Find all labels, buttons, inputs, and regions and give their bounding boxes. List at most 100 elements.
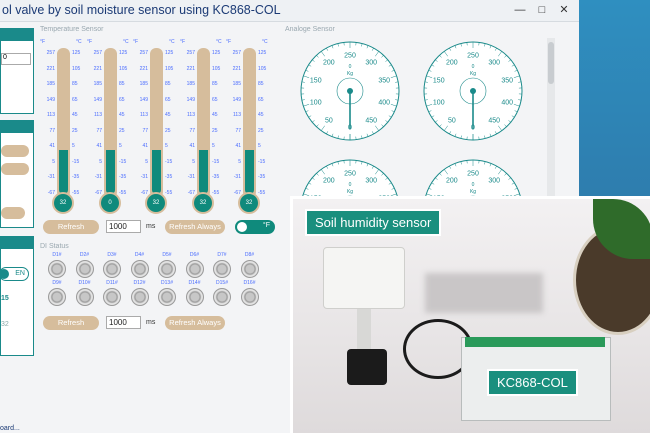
- di-label: D12#: [133, 280, 146, 286]
- gauge-tick: [518, 99, 522, 101]
- relay-group: [0, 120, 34, 228]
- di-indicator: [103, 288, 121, 306]
- scale-c-tick: 105: [119, 65, 128, 72]
- unit-toggle[interactable]: °F: [235, 220, 275, 234]
- gauge-scale-label: 150: [310, 77, 322, 84]
- gauge-tick: [449, 47, 452, 51]
- gauge-scale-label: 300: [365, 59, 377, 66]
- gauge-tick: [391, 110, 395, 113]
- gauge-tick: [361, 161, 363, 165]
- thermometer-fill: [59, 150, 68, 194]
- scale-c-tick: 125: [119, 50, 128, 56]
- gauge-tick: [320, 169, 325, 175]
- gauge-tick: [337, 135, 339, 139]
- gauge-tick: [316, 124, 319, 127]
- gauge-tick: [431, 115, 435, 118]
- scale-f-tick: 5: [145, 158, 148, 165]
- gauge-tick: [326, 165, 329, 169]
- di-label: D1#: [52, 252, 62, 258]
- thermometer-bulb: 32: [52, 192, 74, 214]
- di-indicator: [75, 288, 94, 306]
- di-label: D2#: [79, 252, 90, 258]
- gauge-tick: [331, 45, 334, 49]
- gauge-tick: [316, 55, 319, 58]
- temperature-refresh-button[interactable]: Refresh: [43, 220, 99, 234]
- scale-c-tick: 125: [72, 50, 81, 56]
- gauge-tick: [498, 169, 503, 175]
- gauge-tick: [361, 135, 363, 139]
- gauge-tick: [424, 81, 428, 83]
- gauge-tick: [498, 125, 503, 131]
- scale-c-tick: 25: [212, 127, 218, 134]
- gauge-tick: [426, 193, 433, 196]
- port-field[interactable]: 0: [1, 53, 31, 65]
- gauge-tick: [320, 51, 325, 57]
- di-label: D3#: [107, 252, 117, 258]
- unit-f-label: °F: [87, 39, 93, 45]
- scale-c-tick: 5: [72, 143, 75, 149]
- thermometer-fill: [106, 150, 115, 194]
- di-indicator: [48, 260, 66, 278]
- analog-gauge-2: 0501001502002503003504004500Kg: [423, 41, 523, 141]
- di-indicator: [158, 260, 176, 278]
- gauge-tick: [308, 64, 312, 67]
- gauge-tick: [308, 115, 312, 118]
- relay-button-1[interactable]: [1, 145, 29, 157]
- gauge-tick: [391, 69, 395, 72]
- gauge-tick: [504, 124, 507, 127]
- gauge-tick: [388, 64, 392, 67]
- di-refresh-button[interactable]: Refresh: [43, 316, 99, 330]
- gauge-scale-label: 350: [501, 77, 513, 84]
- gauge-value: 0: [472, 64, 475, 70]
- maximize-button[interactable]: □: [538, 4, 546, 16]
- scale-f-tick: 5: [52, 158, 55, 165]
- scale-c-tick: -35: [119, 174, 127, 180]
- scale-f-tick: 5: [238, 158, 241, 165]
- di-indicator: [213, 260, 231, 278]
- di-indicator: [240, 260, 259, 278]
- scale-c-tick: 65: [119, 96, 125, 103]
- gauge-tick: [460, 43, 462, 47]
- di-indicator: [130, 288, 149, 306]
- minimize-button[interactable]: —: [514, 4, 526, 16]
- gauge-tick: [511, 64, 515, 67]
- di-refresh-always-button[interactable]: Refresh Always: [165, 316, 225, 330]
- unit-f-label: °F: [180, 39, 186, 45]
- gauge-tick: [385, 120, 388, 123]
- unit-f-label: °F: [133, 39, 139, 45]
- temperature-refresh-always-button[interactable]: Refresh Always: [165, 220, 225, 234]
- di-interval-input[interactable]: 1000: [106, 316, 141, 329]
- close-button[interactable]: ✕: [559, 4, 569, 16]
- scale-c-tick: -15: [258, 158, 266, 165]
- gauge-scale-label: 250: [467, 53, 479, 60]
- analog-scrollbar[interactable]: [547, 38, 555, 198]
- window-title: ol valve by soil moisture sensor using K…: [2, 3, 281, 17]
- gauge-scale-label: 300: [488, 177, 500, 184]
- scale-c-tick: -15: [119, 158, 127, 165]
- scale-f-tick: 221: [93, 65, 102, 72]
- scale-c-tick: 65: [165, 96, 171, 103]
- di-indicator: [158, 288, 176, 306]
- di-label: D10#: [78, 280, 91, 286]
- scale-c-tick: -35: [212, 174, 220, 180]
- di-indicator: [213, 288, 231, 306]
- scale-f-tick: -31: [140, 174, 148, 180]
- gauge-hub: [347, 88, 353, 94]
- scale-c-tick: 125: [212, 50, 221, 56]
- di-ms-label: ms: [146, 319, 156, 326]
- scale-f-tick: 221: [139, 65, 148, 72]
- relay-button-3[interactable]: [1, 207, 25, 219]
- di-label: D16#: [243, 280, 256, 286]
- gauge-tick: [312, 59, 315, 62]
- en-toggle[interactable]: EN: [0, 267, 29, 281]
- scale-f-tick: 41: [189, 143, 195, 149]
- scale-f-tick: -31: [47, 174, 55, 180]
- gauge-tick: [361, 43, 363, 47]
- temperature-interval-input[interactable]: 1000: [106, 220, 141, 233]
- gauge-tick: [303, 75, 310, 78]
- scale-f-tick: 185: [93, 81, 102, 87]
- di-label: D4#: [134, 252, 145, 258]
- relay-button-2[interactable]: [1, 163, 29, 175]
- gauge-tick: [489, 133, 492, 137]
